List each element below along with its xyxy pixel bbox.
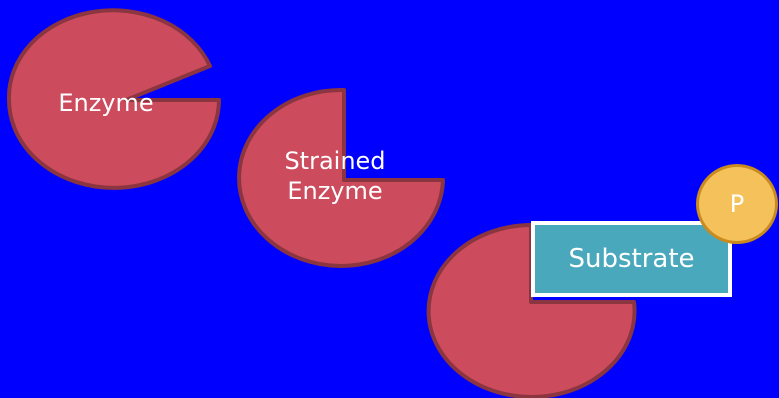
substrate-label: Substrate — [568, 244, 694, 274]
strained-enzyme-label-line2: Enzyme — [265, 176, 405, 206]
strained-enzyme-label-line1: Strained — [265, 146, 405, 176]
phosphate-label: P — [730, 190, 744, 218]
phosphate-circle: P — [696, 164, 778, 244]
strained-enzyme-label: Strained Enzyme — [265, 146, 405, 206]
substrate-box: Substrate — [531, 221, 732, 297]
enzyme-label: Enzyme — [36, 89, 176, 117]
